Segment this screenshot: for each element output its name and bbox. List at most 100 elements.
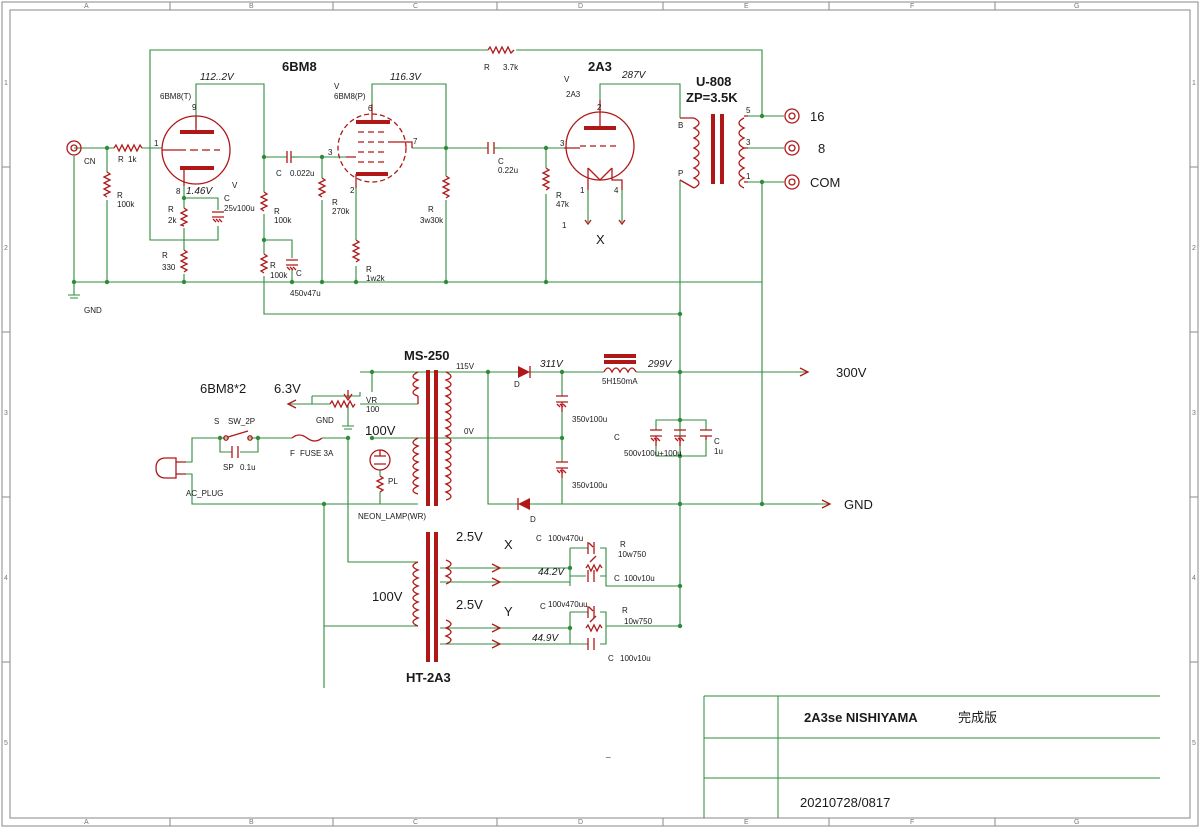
- opt-tap-3: 3: [746, 138, 751, 147]
- v3-label: V: [564, 75, 570, 84]
- grid-col-a-bottom: A: [84, 819, 89, 826]
- r750a-label: R: [620, 540, 626, 549]
- r-grid-value: 100k: [117, 200, 135, 209]
- grid-row-4: 4: [4, 575, 8, 582]
- grid-col-c-bottom: C: [413, 819, 418, 826]
- pin-2: 2: [350, 186, 355, 195]
- c-decouple-label: C: [296, 269, 302, 278]
- resistor-symbols: [102, 45, 551, 274]
- grid-row-2-right: 2: [1192, 245, 1196, 252]
- capacitor-symbols: [212, 142, 500, 271]
- pin-7: 7: [413, 137, 418, 146]
- r-input-label: R: [118, 155, 124, 164]
- diode-2-label: D: [530, 515, 536, 524]
- pin-3: 3: [328, 148, 333, 157]
- switch-type: SW_2P: [228, 417, 255, 426]
- r-feedback-label: R: [484, 63, 490, 72]
- 2a3-tube-symbol: [564, 100, 635, 226]
- grid-col-g: G: [1074, 3, 1079, 10]
- c350b-value: 350v100u: [572, 481, 607, 490]
- r-cathode1-value: 2k: [168, 216, 177, 225]
- b-plus-label: 300V: [836, 365, 867, 380]
- output-transformer-symbol: [679, 114, 748, 189]
- heater-x-label: X: [504, 537, 513, 552]
- neon-lamp-symbol: [369, 449, 391, 493]
- output-16-label: 16: [810, 109, 824, 124]
- drawing-subtitle: 完成版: [958, 710, 997, 725]
- c-filter-label: C: [614, 433, 620, 442]
- heater-y-voltage: 2.5V: [456, 597, 483, 612]
- pilot-lamp-label: PL: [388, 477, 398, 486]
- drawing-date: 20210728/0817: [800, 795, 890, 810]
- grid-col-d: D: [578, 3, 583, 10]
- switch-s-label: S: [214, 417, 219, 426]
- title-block: [703, 695, 1160, 818]
- c-coupling2-value: 0.22u: [498, 166, 518, 175]
- heater-y-label: Y: [504, 604, 513, 619]
- voltage-311: 311V: [540, 359, 564, 370]
- c-cathode-label: C: [224, 194, 230, 203]
- choke-symbol: [603, 354, 637, 374]
- v2-plate-voltage: 287V: [621, 70, 647, 81]
- r-feedback-value: 3.7k: [503, 63, 519, 72]
- grid-col-f: F: [910, 3, 914, 10]
- c-coupling1-label: C: [276, 169, 282, 178]
- grid-row-4-right: 4: [1192, 575, 1196, 582]
- speaker-terminals: [784, 108, 800, 190]
- filament-pin-label: 1: [562, 221, 567, 230]
- heater-tubes-label: 6BM8*2: [200, 381, 246, 396]
- r750a-value: 10w750: [618, 550, 647, 559]
- snubber-label: SP: [223, 463, 234, 472]
- r-grid3-value: 47k: [556, 200, 570, 209]
- c-coupling2-label: C: [498, 157, 504, 166]
- pin-3b: 3: [560, 139, 565, 148]
- grid-row-2: 2: [4, 245, 8, 252]
- pin-9: 9: [192, 103, 197, 112]
- c470b-value: 100v470uu: [548, 600, 588, 609]
- v2-type: 2A3: [566, 90, 581, 99]
- c10b-value: 100v10u: [620, 654, 651, 663]
- c1u-value: 1u: [714, 447, 723, 456]
- voltage-299: 299V: [647, 359, 673, 370]
- grid-col-f-bottom: F: [910, 819, 914, 826]
- amplifier-junctions: [71, 113, 765, 317]
- opt-impedance: ZP=3.5K: [686, 90, 738, 105]
- ht2a3-name: HT-2A3: [406, 670, 451, 685]
- fuse-label: FUSE 3A: [300, 449, 334, 458]
- v2-name: 2A3: [588, 59, 612, 74]
- grid-col-e-bottom: E: [744, 819, 749, 826]
- ms250-name: MS-250: [404, 348, 450, 363]
- vr-symbol: [329, 390, 356, 430]
- c1u-label: C: [714, 437, 720, 446]
- vr-ground-label: GND: [316, 416, 334, 425]
- grid-row-3-right: 3: [1192, 410, 1196, 417]
- opt-tap-1: 1: [746, 172, 751, 181]
- grid-row-1-right: 1: [1192, 80, 1196, 87]
- triode-tube-symbol: [161, 115, 231, 186]
- voltage-100b: 100V: [372, 589, 403, 604]
- grid-col-c: C: [413, 3, 418, 10]
- pin-6: 6: [368, 104, 373, 113]
- fuse-f-label: F: [290, 449, 295, 458]
- pin-4: 4: [614, 186, 619, 195]
- c10a-label: C: [614, 574, 620, 583]
- heater-x-voltage: 2.5V: [456, 529, 483, 544]
- vr-label: VR: [366, 396, 377, 405]
- pin-8: 8: [176, 187, 181, 196]
- c10b-label: C: [608, 654, 614, 663]
- r-plate1-label: R: [274, 207, 280, 216]
- v1-label: V: [232, 181, 238, 190]
- ground-label: GND: [84, 306, 102, 315]
- r-grid2-value: 270k: [332, 207, 350, 216]
- r-plate2-label: R: [428, 205, 434, 214]
- fuse-symbol: [291, 434, 323, 442]
- output-8-label: 8: [818, 141, 825, 156]
- r-grid-label: R: [117, 191, 123, 200]
- c470a-value: 100v470u: [548, 534, 583, 543]
- c-decouple-value: 450v47u: [290, 289, 321, 298]
- grid-row-1: 1: [4, 80, 8, 87]
- voltage-100a: 100V: [365, 423, 396, 438]
- ground-bus-label: GND: [844, 497, 873, 512]
